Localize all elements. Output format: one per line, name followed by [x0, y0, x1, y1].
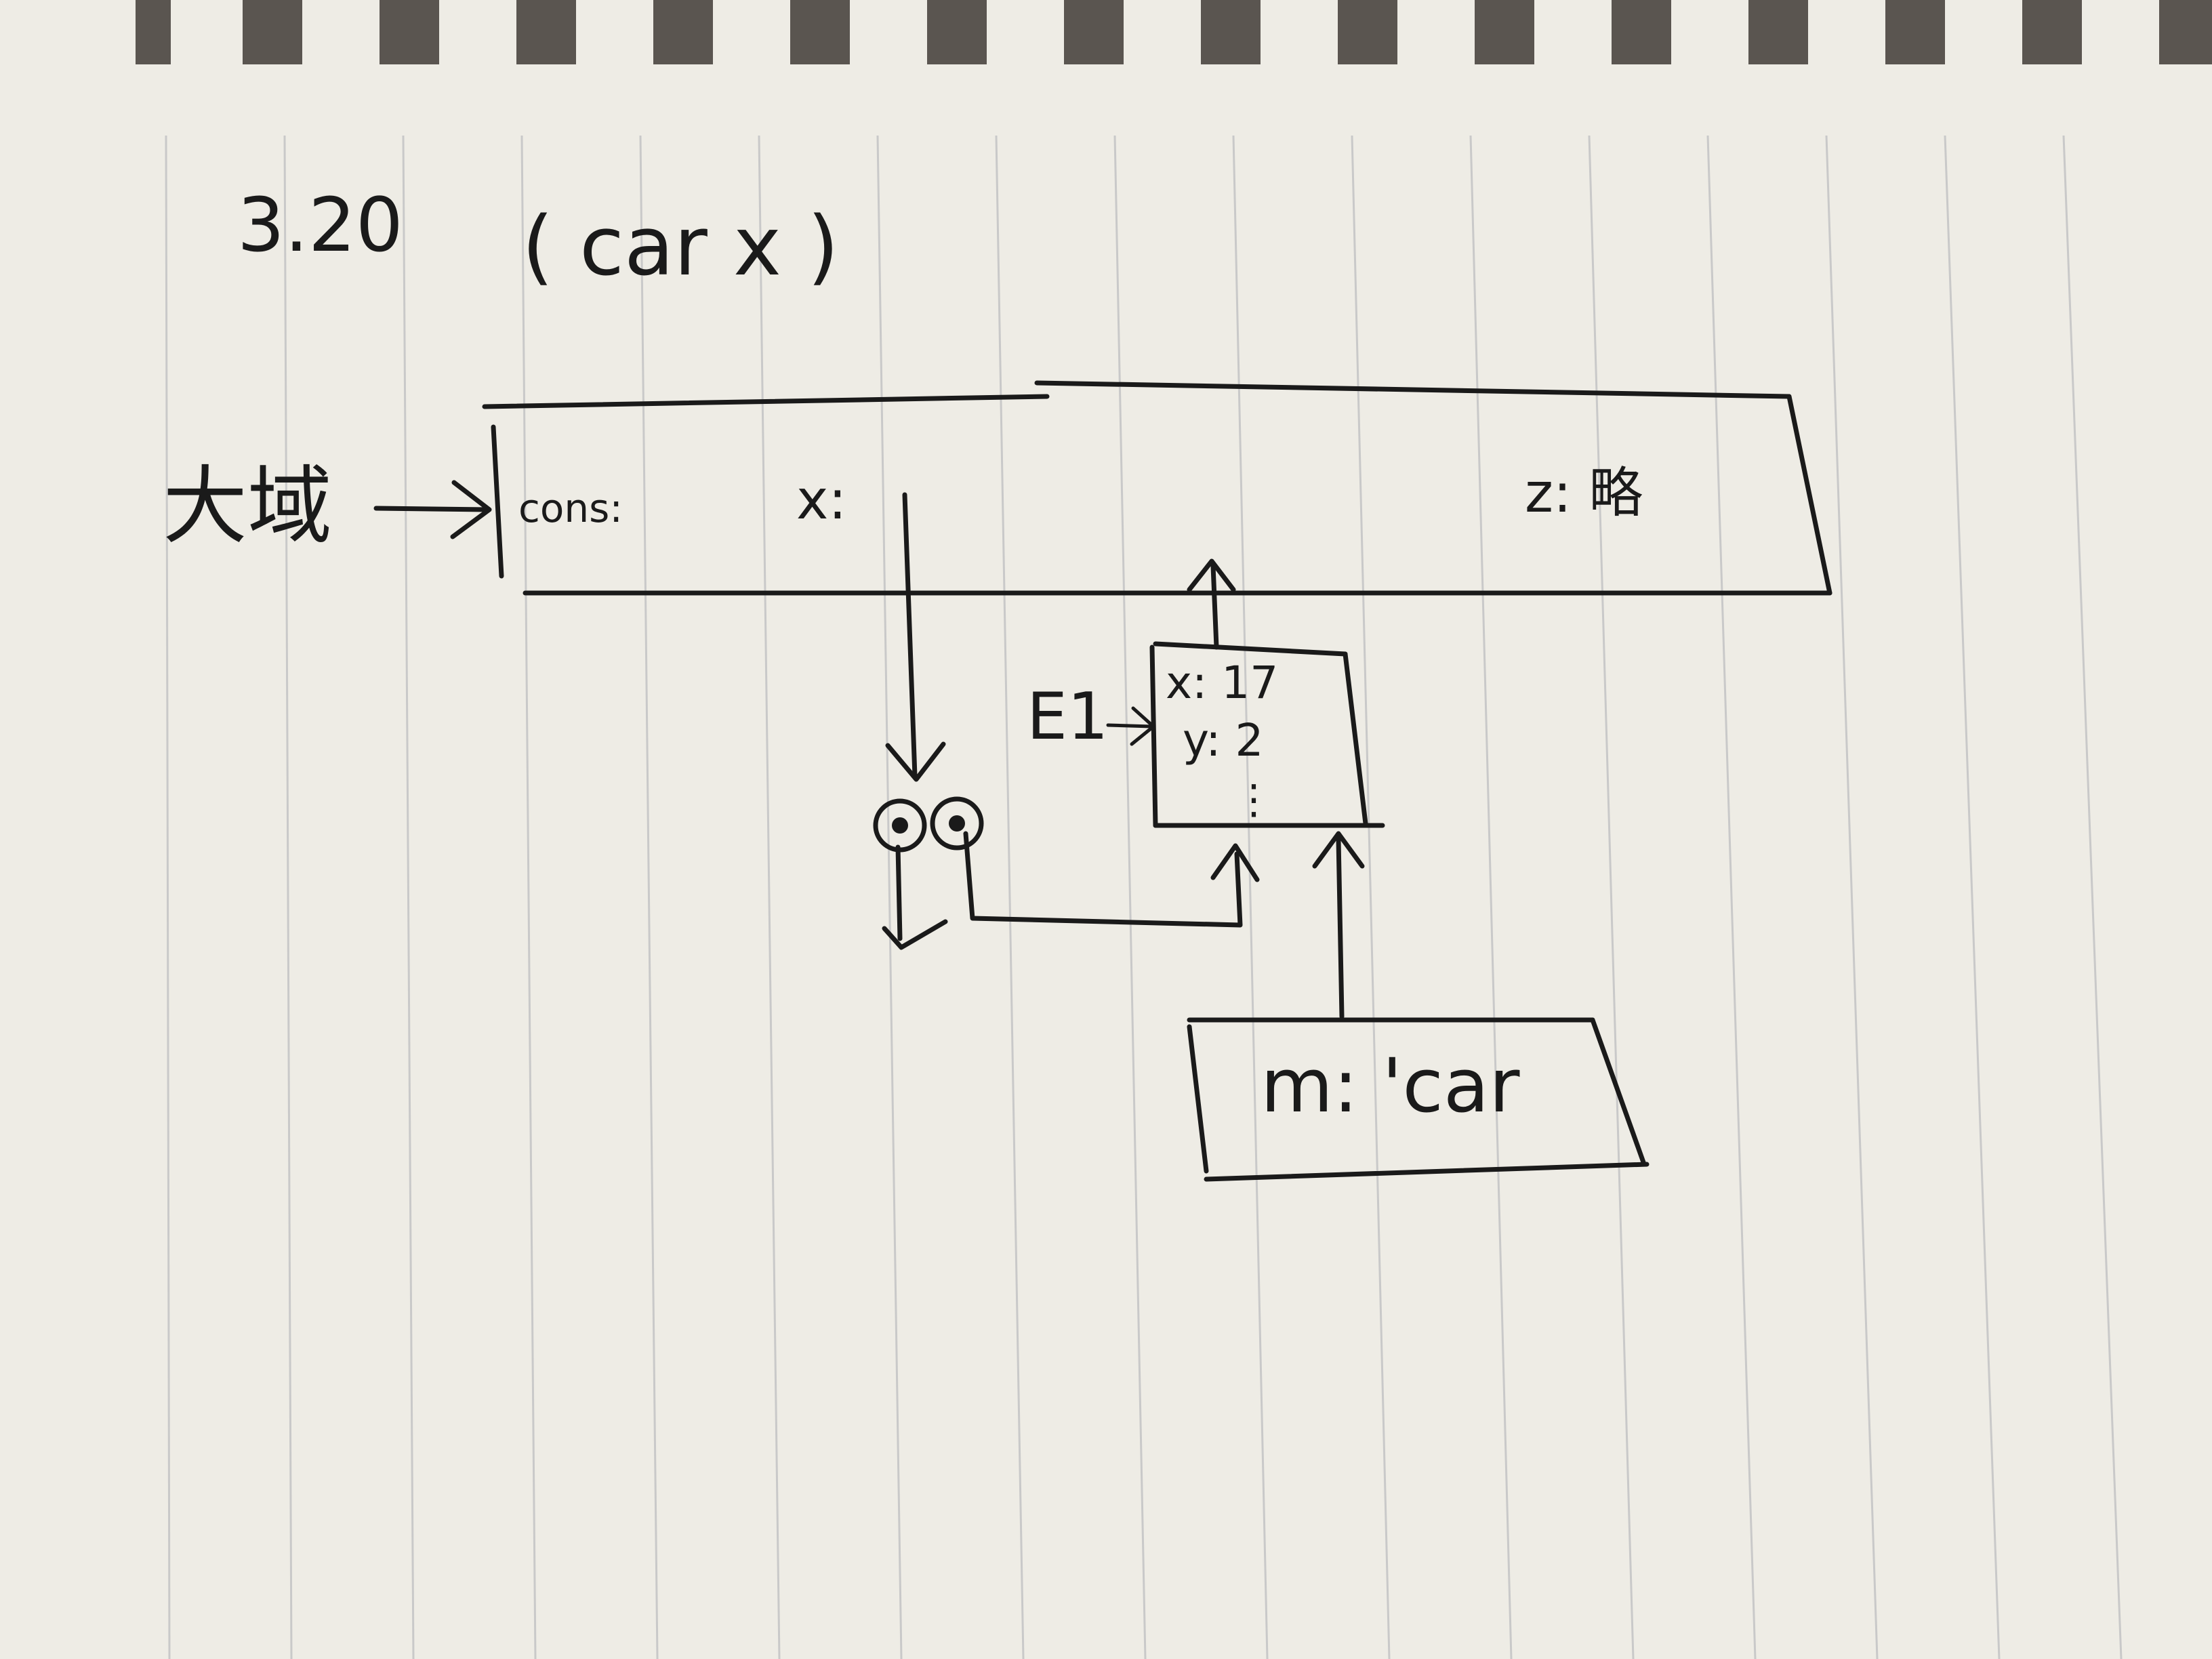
exercise-number: 3.20	[237, 182, 403, 268]
global-entry-z: z: 略	[1525, 462, 1643, 525]
frame-e1-binding-y: y: 2	[1183, 714, 1263, 766]
x-binding-arrow	[885, 492, 946, 782]
global-entry-x: x:	[796, 468, 846, 531]
frame-e1-box	[1149, 641, 1385, 828]
frame-e1-binding-x: x: 17	[1166, 657, 1278, 709]
global-env-box	[482, 380, 1832, 596]
e1-parent-arrow	[1187, 558, 1236, 650]
expression-text: ( car x )	[522, 200, 839, 294]
global-env-pointer-arrow	[373, 480, 492, 539]
body-frame-parent-arrow	[1312, 831, 1365, 1019]
body-frame-box	[1187, 1017, 1650, 1182]
global-env-label: 大域	[163, 457, 332, 556]
binding-holes	[136, 0, 2212, 64]
global-entry-cons: cons:	[518, 485, 623, 531]
pair-left-pointer	[882, 844, 948, 950]
frame-e1-pointer-arrow	[1106, 706, 1155, 746]
body-frame-text: m: 'car	[1261, 1042, 1520, 1129]
frame-e1-label: E1	[1027, 680, 1108, 754]
pair-right-pointer	[963, 831, 1260, 928]
frame-e1-ellipsis: ⋮	[1233, 776, 1274, 823]
